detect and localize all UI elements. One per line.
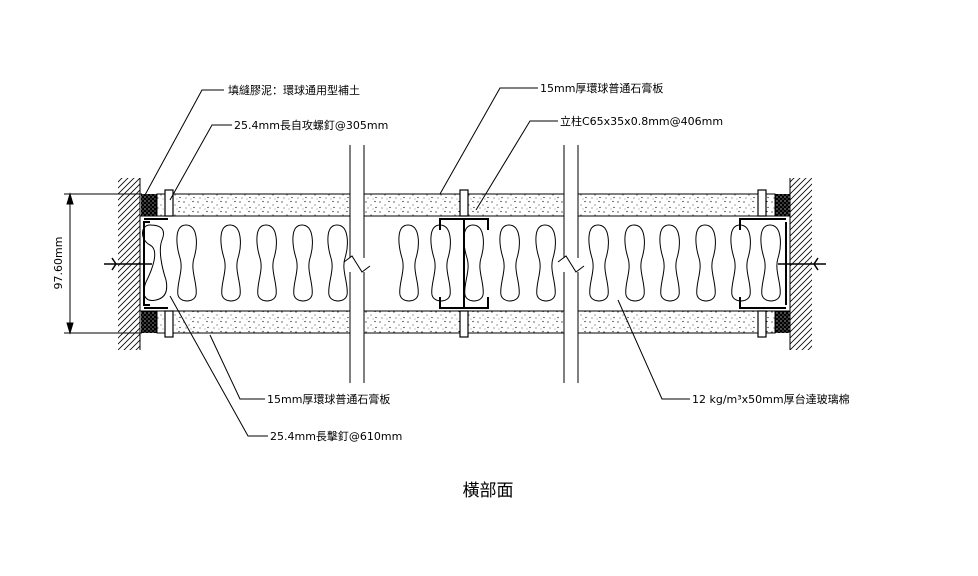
dimension-label: 97.60mm <box>52 237 65 290</box>
screws <box>164 189 767 338</box>
dimension-line <box>64 192 142 335</box>
nails <box>104 257 826 271</box>
label-gypsum-board-bottom: 15mm厚環球普通石膏板 <box>267 392 390 406</box>
insulation <box>142 224 781 302</box>
drawing-title: 橫部面 <box>463 481 514 501</box>
label-gypsum-board-top: 15mm厚環球普通石膏板 <box>540 81 663 95</box>
label-stud: 立柱C65x35x0.8mm@406mm <box>560 114 723 128</box>
leader-lines <box>144 87 690 437</box>
label-self-tapping-screw: 25.4mm長自攻螺釘@305mm <box>234 118 388 132</box>
stud-middle <box>439 218 489 309</box>
label-joint-compound: 填縫膠泥：環球通用型補土 <box>228 83 360 97</box>
label-nail: 25.4mm長擊釘@610mm <box>270 429 402 443</box>
label-insulation: 12 kg/m³x50mm厚台達玻璃棉 <box>692 392 850 406</box>
break-lines <box>343 145 585 383</box>
sealant-joints <box>141 194 790 333</box>
